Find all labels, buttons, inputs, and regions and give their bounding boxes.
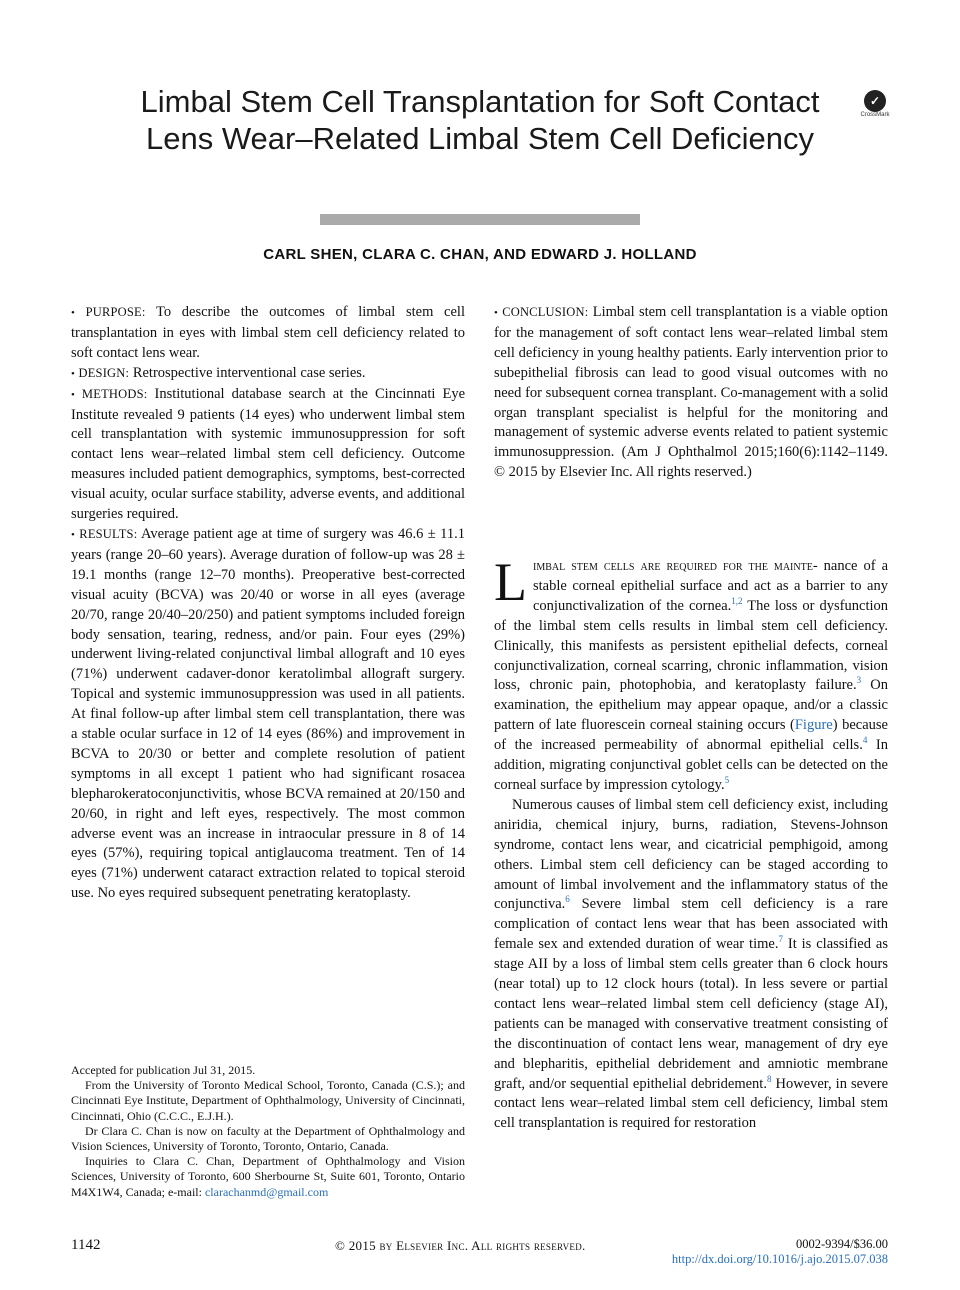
lead-in: imbal stem cells are required for the ma… [533,558,818,574]
body-text-run: The loss or dysfunction of the limbal st… [494,597,889,694]
purpose-label: PURPOSE: [85,305,146,319]
reference-link[interactable]: 1,2 [731,595,743,606]
reference-link[interactable]: 6 [565,894,570,905]
body-text-run: In addition, migrating conjunctival gobl… [494,737,888,793]
crossmark-badge[interactable]: ✓ CrossMark [860,90,890,118]
abstract-left-column: • PURPOSE: To describe the outcomes of l… [71,303,465,904]
abstract-results: • RESULTS: Average patient age at time o… [71,525,466,902]
body-text-run: Severe limbal stem cell deficiency is a … [494,896,888,953]
methods-label: METHODS: [81,386,148,401]
design-label: DESIGN: [78,365,130,380]
reference-link[interactable]: 3 [856,675,862,686]
results-text: Average patient age at time of surgery w… [71,525,466,902]
body-text-run: ) because of the increased permeability … [494,717,888,754]
body-paragraph-2: Numerous causes of limbal stem cell defi… [494,796,888,1134]
body-text-run: It is classified as stage AII by a loss … [494,936,888,1092]
drop-cap: L [494,552,527,612]
title-divider [320,214,640,225]
reference-link[interactable]: 7 [778,934,783,945]
reference-link[interactable]: 8 [766,1073,772,1084]
article-title: Limbal Stem Cell Transplantation for Sof… [140,84,820,156]
accepted-date: Accepted for publication Jul 31, 2015. [71,1063,256,1077]
inquiries-text: Inquiries to Clara C. Chan, Department o… [71,1154,465,1199]
reference-link[interactable]: 5 [724,775,730,786]
conclusion-text: Limbal stem cell transplantation is a vi… [494,304,888,481]
abstract-design: • DESIGN: Retrospective interventional c… [71,364,366,381]
price-code: 0002-9394/$36.00 [795,1237,888,1251]
figure-link[interactable]: Figure [794,717,833,734]
design-text: Retrospective interventional case series… [132,364,366,381]
page-number: 1142 [71,1237,101,1253]
conclusion-label: CONCLUSION: [502,305,589,319]
author-list: CARL SHEN, CLARA C. CHAN, AND EDWARD J. … [263,246,697,263]
abstract-right-column: • CONCLUSION: Limbal stem cell transplan… [494,303,888,483]
abstract-methods: • METHODS: Institutional database search… [71,385,465,523]
results-label: RESULTS: [79,526,138,541]
purpose-text: To describe the outcomes of limbal stem … [71,304,465,361]
body-text-run: On examination, the epithelium may appea… [494,677,888,734]
copyright-line: © 2015 by Elsevier Inc. All rights reser… [335,1238,586,1253]
abstract-conclusion: • CONCLUSION: Limbal stem cell transplan… [494,304,888,481]
body-text-run: However, in severe contact lens wear–rel… [494,1075,889,1132]
body-text-run: nance of a stable corneal epithelial sur… [533,558,889,614]
abstract-purpose: • PURPOSE: To describe the outcomes of l… [71,304,465,361]
body-text-run: Numerous causes of limbal stem cell defi… [494,796,888,913]
doi-link[interactable]: http://dx.doi.org/10.1016/j.ajo.2015.07.… [671,1252,888,1266]
email-link[interactable]: clarachanmd@gmail.com [204,1184,329,1199]
publication-info: 0002-9394/$36.00 http://dx.doi.org/10.10… [672,1237,888,1267]
current-affiliation-note: Dr Clara C. Chan is now on faculty at th… [71,1123,465,1154]
crossmark-label: CrossMark [860,112,890,118]
footnotes: Accepted for publication Jul 31, 2015. F… [71,1063,465,1200]
methods-text: Institutional database search at the Cin… [71,385,465,523]
affiliation-note: From the University of Toronto Medical S… [71,1078,465,1123]
inquiries-note: Inquiries to Clara C. Chan, Department o… [71,1154,465,1200]
reference-link[interactable]: 4 [862,735,868,746]
crossmark-icon: ✓ [864,90,886,112]
